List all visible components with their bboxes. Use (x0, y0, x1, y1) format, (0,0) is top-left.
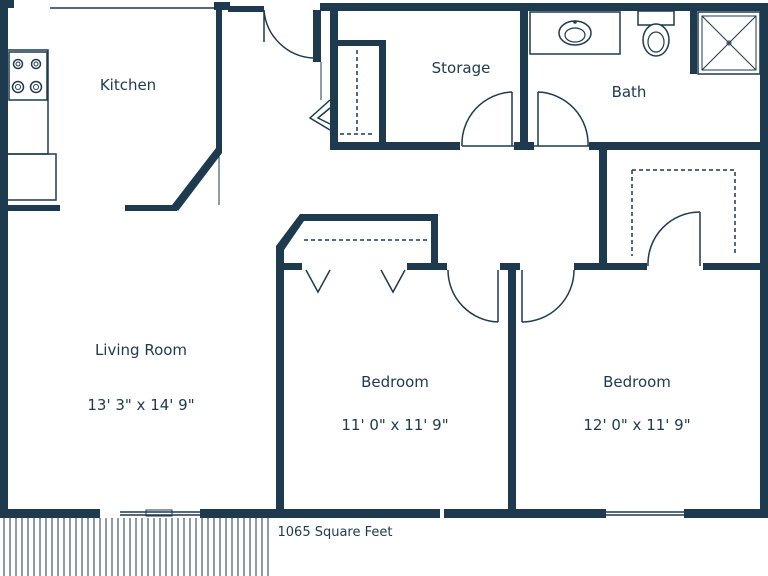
bath-fixtures (529, 10, 761, 75)
kitchen-label: Kitchen (100, 76, 156, 94)
bedroom-2-dimensions: 12' 0" x 11' 9" (583, 416, 690, 434)
square-footage: 1065 Square Feet (278, 525, 393, 540)
deck (3, 518, 269, 576)
toilet-icon (642, 23, 670, 57)
doors (218, 9, 701, 323)
exterior-walls (0, 0, 768, 518)
living-room-label: Living Room (95, 341, 187, 359)
bedroom-1-label: Bedroom (361, 373, 429, 391)
bedroom-1-dimensions: 11' 0" x 11' 9" (341, 416, 448, 434)
bedroom-2-label: Bedroom (603, 373, 671, 391)
storage-label: Storage (432, 59, 491, 77)
closet-shelves (304, 50, 736, 256)
windows (120, 9, 684, 517)
kitchen-fixtures (8, 7, 214, 201)
room-labels: Kitchen Storage Bath Living Room 13' 3" … (87, 59, 690, 540)
interior-walls (8, 10, 768, 509)
toilet-tank (637, 10, 675, 26)
vanity (529, 11, 621, 55)
bath-label: Bath (612, 83, 647, 101)
living-room-dimensions: 13' 3" x 14' 9" (87, 396, 194, 414)
stove-icon (8, 51, 48, 101)
